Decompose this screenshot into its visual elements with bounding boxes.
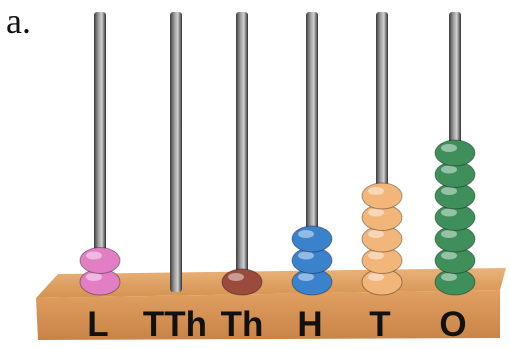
bead-t-5 xyxy=(362,183,402,209)
place-label-l: L xyxy=(87,305,108,344)
rod-th xyxy=(236,12,248,292)
place-label-o: O xyxy=(439,305,466,344)
place-label-tth: TTh xyxy=(143,305,207,344)
rods-layer xyxy=(94,12,461,292)
place-label-t: T xyxy=(369,305,390,344)
bead-l-2 xyxy=(80,248,120,274)
bead-o-7 xyxy=(435,140,475,166)
bead-th-1 xyxy=(222,269,262,295)
bead-h-3 xyxy=(292,226,332,252)
place-label-th: Th xyxy=(221,305,264,344)
place-label-h: H xyxy=(297,305,322,344)
rod-tth xyxy=(170,12,182,292)
